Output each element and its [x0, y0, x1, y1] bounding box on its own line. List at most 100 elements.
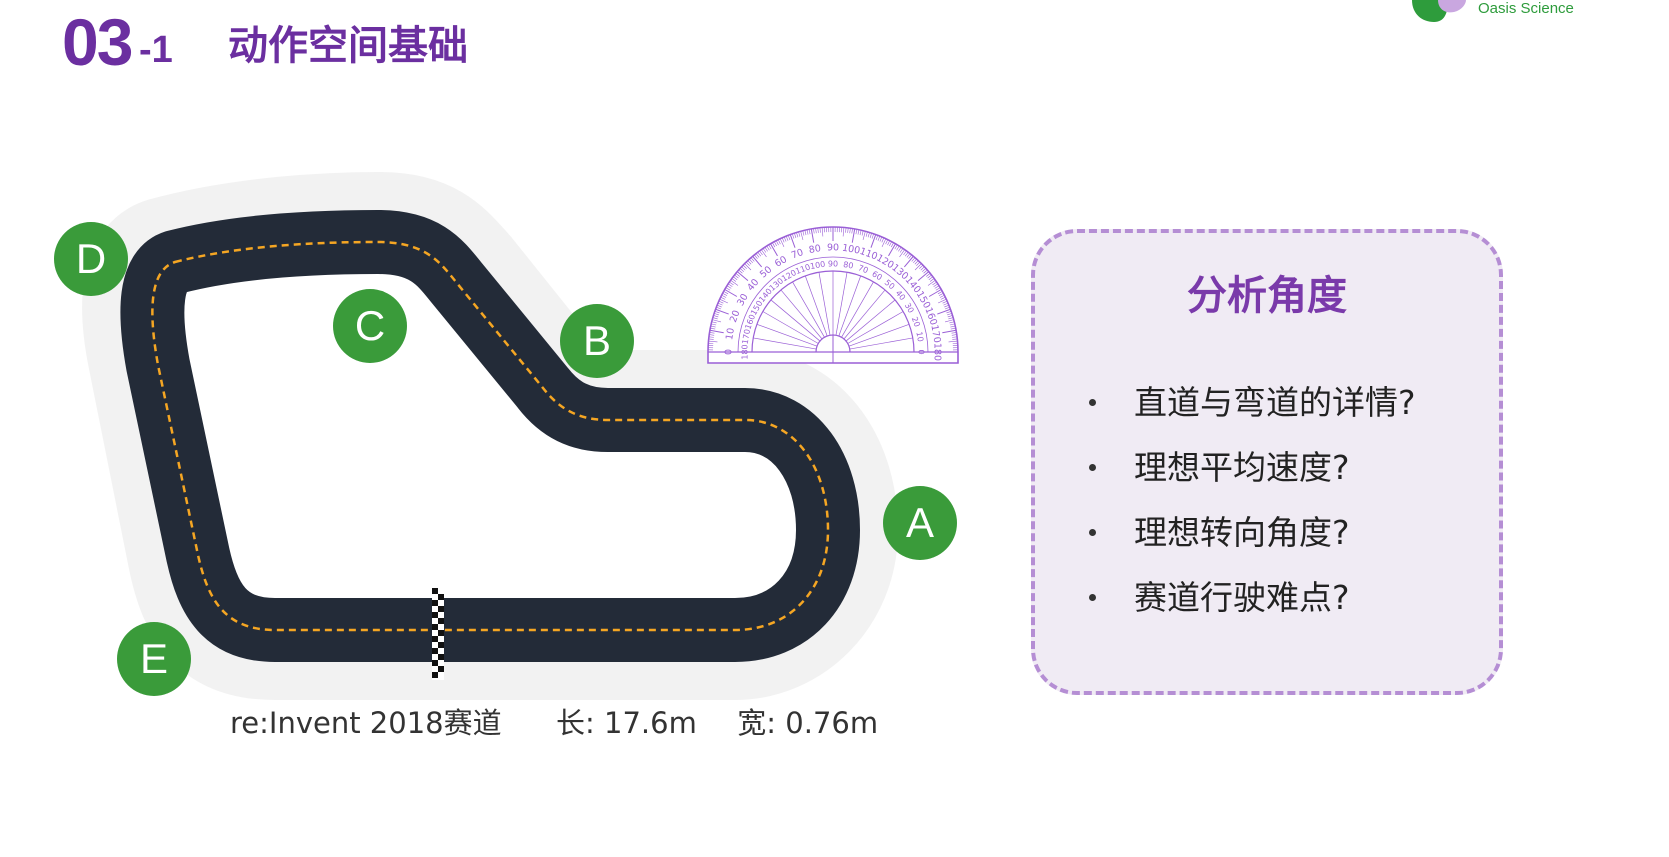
protractor-tick [787, 235, 791, 241]
protractor-tick [946, 311, 952, 314]
protractor-tick [950, 327, 956, 330]
protractor-tick [800, 231, 804, 241]
protractor-ray [753, 337, 817, 350]
protractor-tick [721, 294, 727, 298]
protractor-tick [731, 278, 737, 282]
protractor-tick [792, 233, 795, 239]
protractor-tick [728, 283, 733, 287]
protractor-tick [761, 249, 767, 258]
protractor-tick [750, 257, 755, 262]
analysis-card: 分析角度 直道与弯道的详情? 理想平均速度? 理想转向角度? 赛道行驶难点? [1031, 229, 1503, 695]
protractor-tick [745, 261, 750, 266]
protractor-inner-label: 90 [828, 260, 838, 269]
protractor-outer-label: 60 [773, 254, 789, 270]
protractor-tick [914, 260, 919, 265]
protractor-tick [937, 308, 951, 315]
protractor-outer-label: 70 [790, 247, 805, 261]
protractor-tick [947, 313, 952, 316]
protractor-outer-label: 90 [827, 243, 839, 254]
protractor-ray [843, 289, 886, 340]
protractor-tick [766, 245, 770, 251]
list-item: 理想平均速度? [1089, 435, 1416, 500]
protractor-tick [762, 248, 767, 253]
protractor-tick [821, 227, 824, 237]
protractor-tick [888, 243, 896, 257]
protractor-tick [845, 227, 847, 233]
protractor-ray [762, 311, 819, 344]
protractor-ray [847, 311, 904, 344]
protractor-tick [798, 231, 801, 237]
protractor-tick [950, 325, 956, 328]
protractor-tick [732, 276, 738, 281]
track-centerline [151, 240, 830, 632]
protractor-tick [929, 278, 935, 282]
protractor-tick [741, 266, 746, 271]
protractor-tick [939, 294, 945, 298]
protractor-ray [848, 323, 910, 347]
protractor-ray [818, 272, 831, 336]
protractor-tick [724, 289, 738, 297]
protractor-tick [944, 304, 950, 308]
protractor-tick [928, 289, 942, 297]
section-sub-number: -1 [139, 29, 173, 71]
protractor-tick [729, 281, 734, 286]
protractor-tick [764, 247, 768, 252]
marker-e: E [117, 622, 191, 696]
protractor-tick [881, 238, 887, 247]
protractor-tick [710, 327, 716, 330]
protractor-tick [744, 263, 752, 271]
protractor-tick [755, 253, 760, 258]
protractor-tick [867, 232, 870, 238]
protractor-tick [927, 274, 932, 279]
track-length: 长: 17.6m [556, 706, 697, 740]
protractor-tick [870, 234, 877, 248]
protractor-tick [712, 319, 722, 323]
protractor-tick [885, 239, 889, 245]
protractor-tick [757, 251, 762, 257]
protractor-tick [735, 273, 740, 277]
protractor-tick [783, 236, 787, 242]
protractor-tick [938, 298, 947, 304]
protractor-inner-label: 80 [842, 260, 854, 271]
protractor-tick [927, 280, 936, 286]
protractor-tick [861, 230, 864, 236]
protractor-tick [949, 323, 955, 326]
bullet-icon [1089, 529, 1096, 536]
protractor-outer-label: 80 [808, 243, 822, 256]
protractor-tick [887, 240, 891, 246]
protractor-tick [862, 231, 866, 241]
protractor-outer-label: 10 [724, 327, 737, 341]
marker-d: D [54, 222, 128, 296]
protractor-tick [849, 228, 851, 234]
protractor-outer-label: 0 [724, 349, 735, 355]
protractor-tick [725, 287, 731, 291]
protractor-tick [742, 264, 747, 269]
protractor-tick [949, 321, 955, 324]
protractor-tick [754, 254, 758, 259]
protractor-tick [777, 239, 781, 245]
protractor-ray [770, 299, 821, 342]
protractor-ray [792, 281, 825, 338]
protractor-tick [708, 338, 714, 340]
protractor-tick [857, 229, 860, 235]
protractor-tick [879, 236, 883, 242]
protractor-tick [875, 235, 879, 241]
protractor-tick [913, 258, 917, 264]
protractor-tick [726, 285, 732, 289]
track-caption: re:Invent 2018赛道 长: 17.6m 宽: 0.76m [230, 700, 878, 742]
protractor-tick [903, 250, 907, 256]
analysis-title: 分析角度 [1187, 273, 1347, 319]
protractor-outer-label: 20 [728, 309, 742, 324]
protractor-tick [796, 232, 799, 238]
protractor-tick [952, 338, 958, 340]
protractor-ray [756, 323, 818, 347]
protractor-tick [768, 244, 772, 250]
protractor-tick [920, 266, 925, 271]
protractor-inner-label: 30 [903, 301, 916, 314]
protractor-tick [717, 302, 723, 306]
protractor-inner-label: 10 [914, 331, 925, 343]
protractor-tick [942, 329, 957, 334]
protractor-tick [921, 268, 927, 272]
protractor-tick [865, 231, 868, 237]
protractor-ray [835, 272, 848, 336]
